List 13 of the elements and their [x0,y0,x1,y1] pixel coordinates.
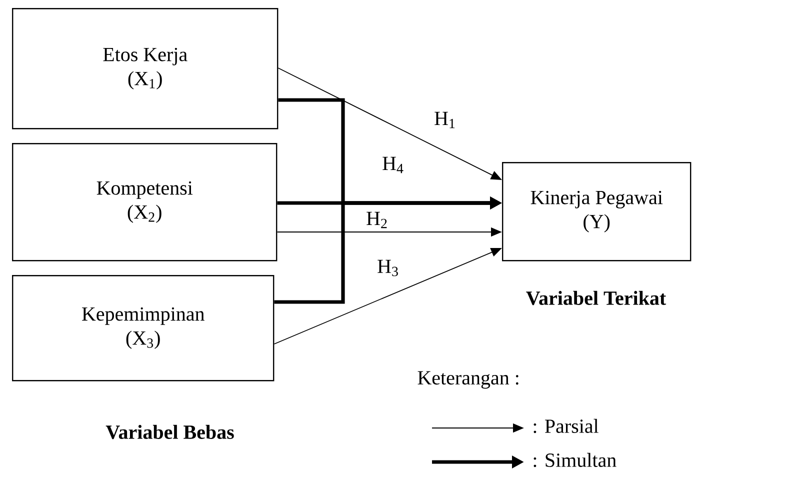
label-text: Variabel Bebas [106,424,234,440]
variable-box: Kepemimpinan (X$_{3}$) [12,275,274,382]
legend-text: : Simultan [534,452,616,468]
label-text: Variabel Terikat [526,290,666,306]
variable-box: Kompetensi (X$_{2}$) [12,143,278,262]
edge-label: H$_{3}$ [378,260,398,276]
edge-label: H$_{4}$ [382,156,404,174]
legend-text: : Parsial [534,418,598,434]
label-text: Keterangan : [418,371,518,389]
variable-box: Etos Kerja (X$_{1}$) [12,8,278,130]
edge-label: H$_{1}$ [434,112,455,128]
variable-box: Kinerja Pegawai (Y) [502,162,692,262]
edge-label: H$_{2}$ [366,212,387,228]
